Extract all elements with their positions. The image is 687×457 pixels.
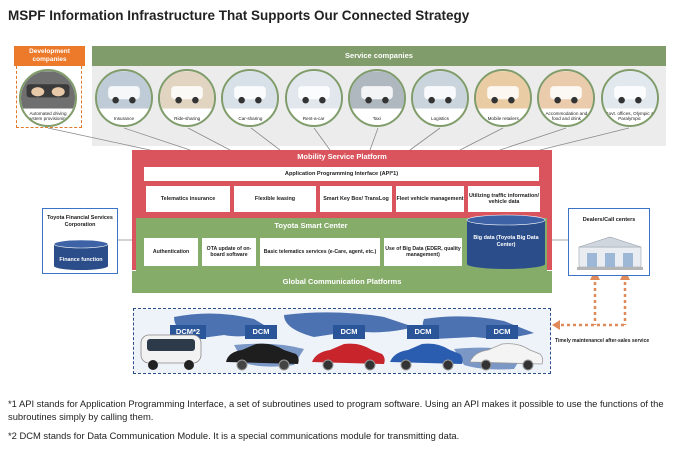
dealership-building-icon (577, 236, 643, 270)
service-item-label: Logistics (431, 116, 449, 121)
service-item-label: Taxi (372, 116, 381, 121)
development-item-label: Automated driving system provisioning (27, 111, 69, 121)
footnote-dcm: *2 DCM stands for Data Communication Mod… (8, 430, 460, 441)
service-item-label: Govt. offices, Olympic & Paralympic (605, 111, 655, 121)
service-item-label: Ride-sharing (174, 116, 201, 121)
dealers-title: Dealers/Call centers (582, 217, 636, 223)
taxi-icon (349, 71, 404, 109)
handshake-icon (223, 71, 278, 109)
tsc-box-ota-update: OTA update of on-board software (202, 238, 256, 266)
car-icon (97, 71, 151, 109)
big-data-label: Big data (Toyota Big Data Center) (473, 235, 539, 248)
service-item-label: Car-sharing (238, 116, 263, 121)
dealers-call-centers-box: Dealers/Call centers (568, 208, 650, 276)
ride-share-icon (160, 71, 215, 109)
finance-function-label: Finance function (59, 257, 103, 263)
groceries-icon (476, 71, 531, 109)
development-companies-tag: Development companies (14, 46, 85, 66)
dcm-badge-5: DCM (486, 325, 518, 339)
footnote-api: *1 API stands for Application Programmin… (8, 398, 664, 422)
finance-title: Toyota Financial Services Corporation (47, 215, 113, 228)
sedan-black-icon (226, 343, 299, 371)
mspf-box-flexible-leasing: Flexible leasing (234, 186, 316, 212)
development-companies-frame (16, 66, 82, 128)
hatchback-white-icon (469, 343, 544, 371)
api-bar: Application Programming Interface (API*1… (144, 167, 539, 181)
timely-maintenance-label: Timely maintenance/ after-sales service (555, 338, 650, 344)
tsc-box-authentication: Authentication (144, 238, 198, 266)
truck-icon (413, 71, 467, 109)
toyota-financial-services-box: Toyota Financial Services Corporation Fi… (42, 208, 118, 274)
tsc-title: Toyota Smart Center (274, 221, 348, 230)
service-item-insurance: Insurance (95, 69, 153, 127)
food-icon (539, 71, 594, 109)
mspf-box-smart-key-box: Smart Key Box/ TransLog (320, 186, 392, 212)
mspf-box-fleet-management: Fleet vehicle management (396, 186, 464, 212)
development-item-circle: Automated driving system provisioning (19, 69, 77, 127)
service-item-label: Accommodation and food and drink (545, 111, 588, 121)
service-item-car-sharing: Car-sharing (221, 69, 280, 127)
mspf-title: Mobility Service Platform (297, 152, 387, 161)
rental-car-icon (286, 71, 341, 109)
tsc-box-basic-telematics: Basic telematics services (e-Care, agent… (260, 238, 380, 266)
big-data-database-icon (466, 214, 546, 269)
service-item-label: Mobile retailers (487, 116, 519, 121)
dcm-badge-3: DCM (333, 325, 365, 339)
dcm-badge-2: DCM (245, 325, 277, 339)
mspf-box-telematics-insurance: Telematics insurance (146, 186, 230, 212)
dcm-badge-4: DCM (407, 325, 439, 339)
autonomous-shuttle-icon (140, 334, 202, 370)
service-item-label: Insurance (113, 116, 135, 121)
service-item-ride-sharing: Ride-sharing (158, 69, 217, 127)
hatchback-red-icon (312, 343, 385, 371)
service-companies-band: Service companies (92, 46, 666, 66)
finance-database-icon (53, 239, 109, 270)
service-item-rent-a-car: Rent-a-car (284, 69, 343, 127)
service-item-label: Rent-a-car (302, 116, 325, 121)
service-item-taxi: Taxi (347, 69, 406, 127)
page-title: MSPF Information Infrastructure That Sup… (8, 8, 470, 23)
tsc-box-big-data-use: Use of Big Data (EDER, quality managemen… (384, 238, 462, 266)
steering-wheel-icon (21, 71, 75, 109)
government-icon (602, 71, 657, 109)
service-item-logistics: Logistics (411, 69, 469, 127)
mspf-box-traffic-information: Utilizing traffic information/ vehicle d… (468, 186, 540, 212)
sedan-blue-icon (390, 343, 463, 371)
global-communication-platforms: Global Communication Platforms (132, 271, 552, 293)
service-item-accommodation-and-food-and-drink: Accommodation and food and drink (537, 69, 596, 127)
service-item-mobile-retailers: Mobile retailers (474, 69, 533, 127)
service-item-govt-offices-olympic-paralympic: Govt. offices, Olympic & Paralympic (600, 69, 659, 127)
